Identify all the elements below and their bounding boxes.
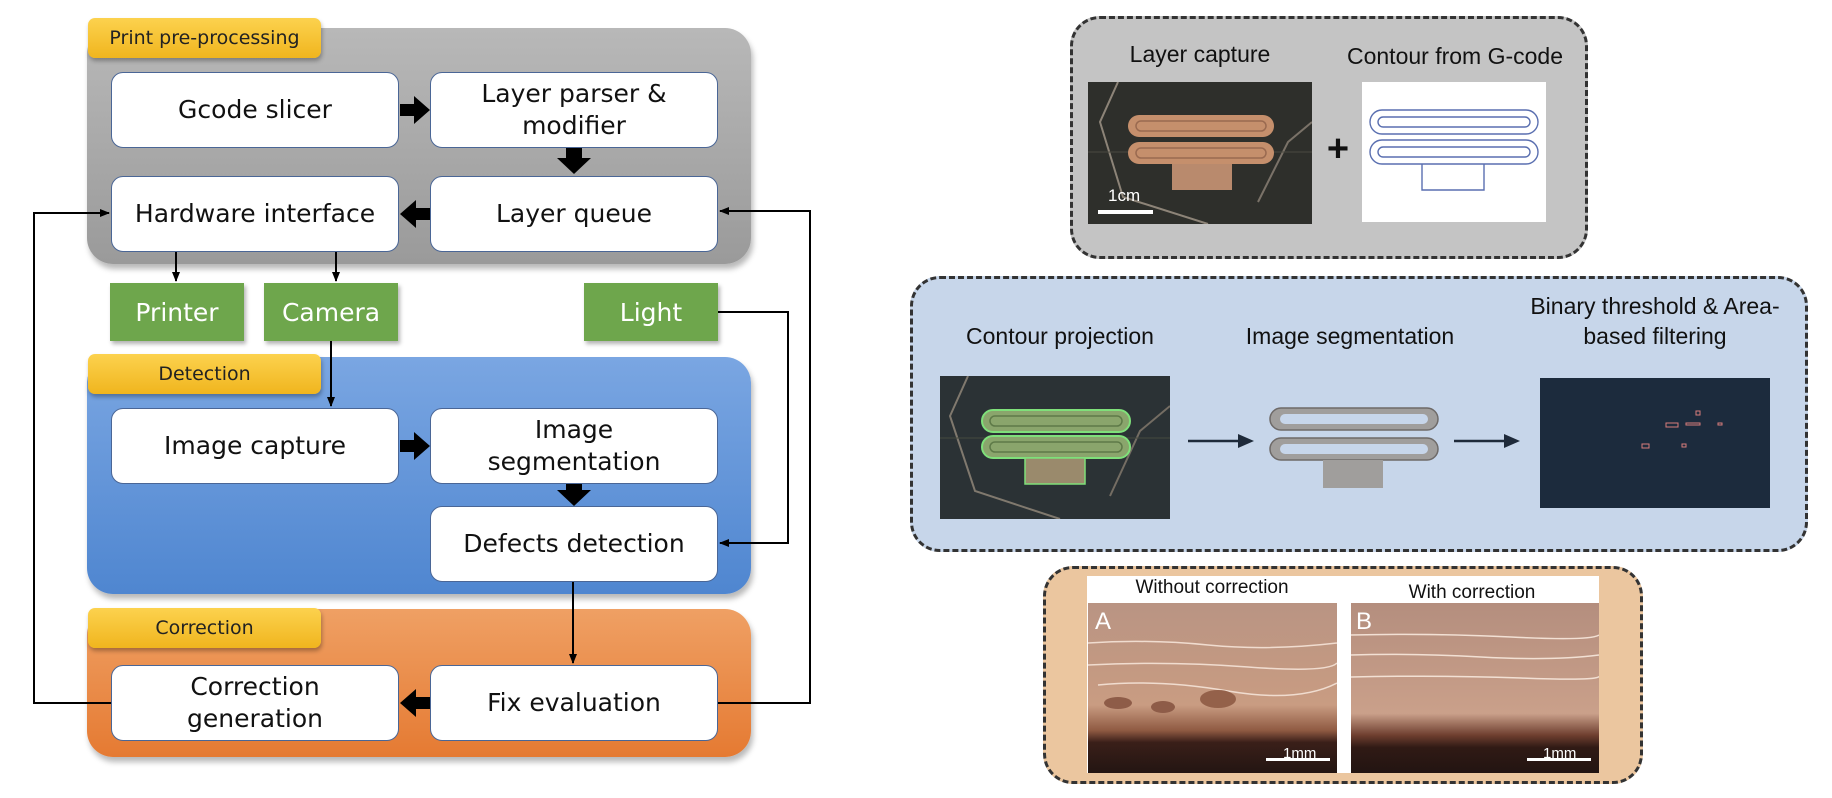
layer-parser-box: Layer parser & modifier bbox=[430, 72, 718, 148]
fix-evaluation-box: Fix evaluation bbox=[430, 665, 718, 741]
with-correction-title: With correction bbox=[1408, 582, 1536, 603]
label-a: A bbox=[1095, 608, 1112, 635]
segmented-shape-image bbox=[1269, 407, 1439, 488]
threshold-result-image bbox=[1540, 378, 1770, 508]
contour-gcode-title: Contour from G-code bbox=[1346, 43, 1564, 69]
gcode-contour-image bbox=[1362, 82, 1546, 222]
preprocessing-label: Print pre-processing bbox=[88, 18, 321, 58]
layer-capture-title: Layer capture bbox=[1129, 41, 1271, 67]
without-correction-photo bbox=[1088, 603, 1337, 773]
layer-capture-photo bbox=[1088, 82, 1312, 224]
gcode-slicer-box: Gcode slicer bbox=[111, 72, 399, 148]
printer-device: Printer bbox=[110, 283, 244, 341]
image-segmentation-box: Image segmentation bbox=[430, 408, 718, 484]
correction-label: Correction bbox=[88, 608, 321, 648]
correction-generation-box: Correction generation bbox=[111, 665, 399, 741]
light-device: Light bbox=[584, 283, 718, 341]
defects-detection-box: Defects detection bbox=[430, 506, 718, 582]
plus-sign: + bbox=[1326, 128, 1350, 170]
image-capture-box: Image capture bbox=[111, 408, 399, 484]
layer-capture-scale: 1cm bbox=[1108, 186, 1141, 205]
contour-projection-title: Contour projection bbox=[966, 323, 1154, 349]
scale-b: 1mm bbox=[1543, 745, 1577, 762]
segmentation-arrow-1 bbox=[1188, 434, 1254, 448]
hardware-interface-box: Hardware interface bbox=[111, 176, 399, 252]
layer-queue-box: Layer queue bbox=[430, 176, 718, 252]
without-correction-title: Without correction bbox=[1135, 577, 1289, 598]
image-segmentation-title: Image segmentation bbox=[1245, 323, 1455, 349]
threshold-filtering-title: Binary threshold & Area-based filtering bbox=[1530, 293, 1780, 349]
scale-a: 1mm bbox=[1283, 745, 1317, 762]
detection-label: Detection bbox=[88, 354, 321, 394]
contour-projection-photo bbox=[940, 376, 1170, 519]
segmentation-arrow-2 bbox=[1454, 434, 1520, 448]
camera-device: Camera bbox=[264, 283, 398, 341]
with-correction-photo bbox=[1351, 603, 1599, 773]
label-b: B bbox=[1356, 608, 1373, 635]
